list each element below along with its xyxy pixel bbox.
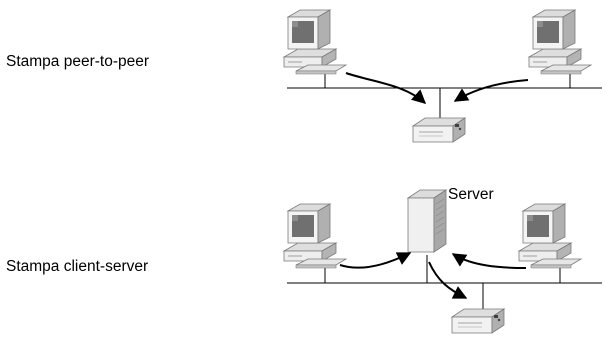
arrow — [451, 253, 527, 269]
client-server-label: Stampa client-server — [6, 258, 148, 275]
arrow — [339, 252, 412, 269]
arrow — [453, 79, 529, 102]
server-icon — [407, 189, 447, 253]
peer-to-peer-label: Stampa peer-to-peer — [6, 53, 149, 70]
arrow — [345, 72, 427, 104]
printer-icon — [412, 117, 466, 143]
computer-icon — [283, 203, 347, 269]
computer-icon — [283, 9, 347, 75]
computer-icon — [528, 9, 592, 75]
printer-icon — [451, 308, 505, 334]
computer-icon — [518, 203, 582, 269]
arrow — [428, 261, 468, 299]
server-label: Server — [448, 186, 494, 203]
